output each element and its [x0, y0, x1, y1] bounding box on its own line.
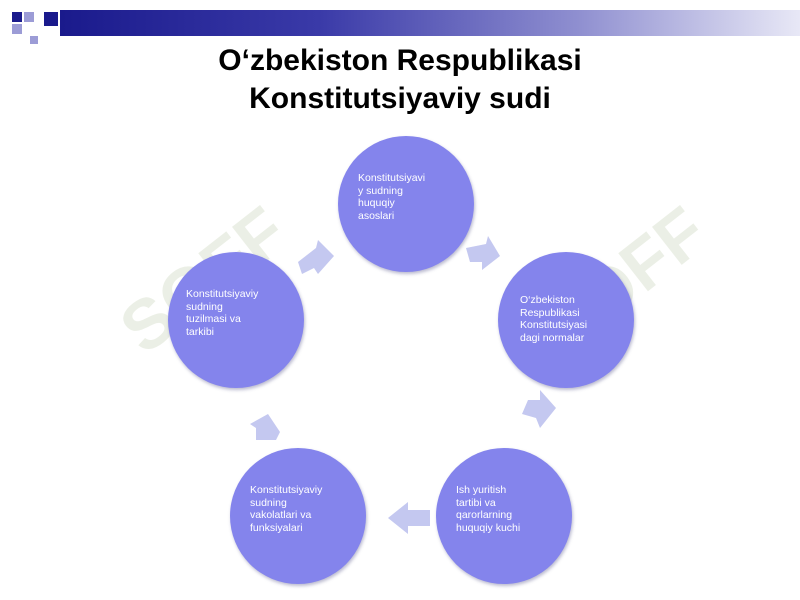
header-square-1	[12, 12, 22, 22]
cycle-node-3	[436, 448, 572, 584]
header-gradient-bar	[60, 10, 800, 36]
header-square-5	[30, 36, 38, 44]
arrow-2-to-3	[522, 390, 556, 428]
cycle-node-2	[498, 252, 634, 388]
cycle-node-1	[338, 136, 474, 272]
cycle-node-5	[168, 252, 304, 388]
cycle-node-4-label: Konstitutsiyaviy sudning vakolatlari va …	[250, 484, 323, 534]
arrow-1-to-2	[466, 236, 500, 270]
arrow-3-to-4	[388, 502, 430, 534]
header-square-4	[44, 12, 58, 26]
cycle-node-2-label: O‘zbekiston Respublikasi Konstitutsiyasi…	[520, 294, 588, 344]
header-square-2	[24, 12, 34, 22]
header-square-3	[12, 24, 22, 34]
cycle-node-3-label: Ish yuritish tartibi va qarorlarning huq…	[456, 484, 521, 534]
cycle-node-5-label: Konstitutsiyaviy sudning tuzilmasi va ta…	[186, 288, 259, 338]
cycle-node-1-label: Konstitutsiyavi y sudning huquqiy asosla…	[358, 172, 426, 222]
slide-title: O‘zbekiston Respublikasi Konstitutsiyavi…	[0, 42, 800, 118]
title-line-2: Konstitutsiyaviy sudi	[249, 82, 551, 115]
title-line-1: O‘zbekiston Respublikasi	[218, 44, 582, 77]
arrow-4-to-5	[250, 414, 280, 440]
cycle-node-4	[230, 448, 366, 584]
arrow-5-to-1	[298, 240, 334, 274]
